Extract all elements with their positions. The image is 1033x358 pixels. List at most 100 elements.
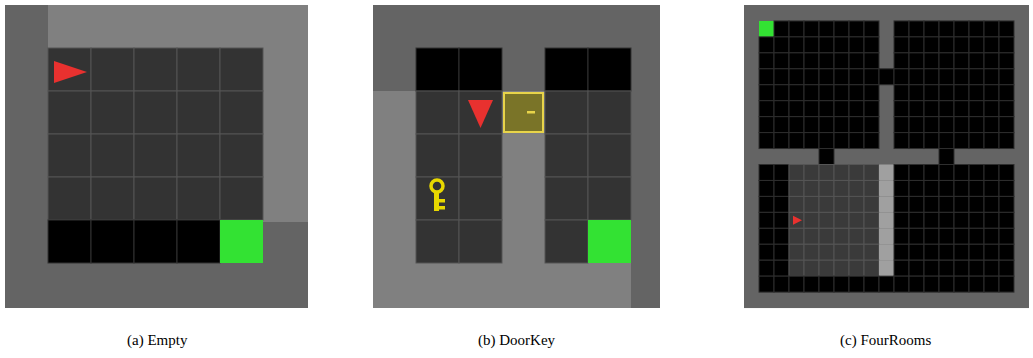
visible-floor-cell — [177, 48, 220, 91]
goal-cell — [588, 220, 631, 263]
floor-cell — [984, 133, 999, 149]
floor-cell — [939, 196, 954, 212]
floor-cell — [849, 101, 864, 117]
floor-cell — [774, 37, 789, 53]
floor-cell — [864, 117, 879, 133]
visible-floor-cell — [134, 177, 177, 220]
floor-cell — [864, 21, 879, 37]
floor-cell — [924, 69, 939, 85]
floor-cell — [924, 276, 939, 292]
visible-floor-cell — [834, 228, 849, 244]
floor-cell — [834, 133, 849, 149]
floor-cell — [894, 85, 909, 101]
visible-wall — [879, 260, 894, 276]
floor-cell — [789, 133, 804, 149]
visible-floor-cell — [819, 212, 834, 228]
key-stem — [434, 191, 439, 211]
floor-cell — [759, 180, 774, 196]
floor-cell — [954, 228, 969, 244]
visible-floor-cell — [849, 165, 864, 181]
floor-cell — [909, 53, 924, 69]
floor-cell — [894, 196, 909, 212]
floor-cell — [804, 21, 819, 37]
floor-cell — [849, 53, 864, 69]
floor-cell — [789, 37, 804, 53]
floor-cell — [894, 117, 909, 133]
visible-floor-cell — [416, 134, 459, 177]
doorkey-env — [373, 5, 660, 308]
visible-floor-cell — [789, 196, 804, 212]
visible-floor-cell — [804, 212, 819, 228]
visible-floor-cell — [834, 244, 849, 260]
visible-floor-cell — [220, 48, 263, 91]
floor-cell — [984, 212, 999, 228]
floor-cell — [759, 165, 774, 181]
visible-floor-cell — [545, 91, 588, 134]
floor-cell — [909, 85, 924, 101]
visible-floor-cell — [834, 165, 849, 181]
floor-cell — [804, 85, 819, 101]
floor-cell — [954, 69, 969, 85]
floor-cell — [416, 48, 459, 91]
floor-cell — [939, 228, 954, 244]
visible-floor-cell — [789, 260, 804, 276]
floor-cell — [969, 85, 984, 101]
floor-cell — [909, 133, 924, 149]
floor-cell — [849, 69, 864, 85]
floor-cell — [969, 37, 984, 53]
floor-cell — [909, 276, 924, 292]
floor-cell — [759, 212, 774, 228]
outer-wall — [744, 5, 1029, 308]
door-handle — [527, 111, 535, 114]
floor-cell — [834, 21, 849, 37]
floor-cell — [759, 276, 774, 292]
visible-floor-cell — [91, 91, 134, 134]
fourrooms-env — [744, 5, 1029, 308]
floor-cell — [894, 133, 909, 149]
floor-cell — [984, 196, 999, 212]
floor-cell — [804, 37, 819, 53]
visible-floor-cell — [864, 228, 879, 244]
floor-cell — [804, 69, 819, 85]
floor-cell — [894, 244, 909, 260]
floor-cell — [789, 85, 804, 101]
floor-cell — [774, 212, 789, 228]
panel-caption: (c) FourRooms — [840, 332, 931, 349]
floor-cell — [819, 117, 834, 133]
agent-triangle — [793, 216, 802, 225]
floor-cell — [834, 117, 849, 133]
floor-cell — [804, 276, 819, 292]
goal-cell — [220, 220, 263, 263]
floor-cell — [939, 180, 954, 196]
floor-cell — [999, 228, 1014, 244]
floor-cell — [939, 260, 954, 276]
floor-cell — [588, 48, 631, 91]
floor-cell — [969, 53, 984, 69]
floor-cell — [789, 101, 804, 117]
visible-floor-cell — [819, 165, 834, 181]
floor-cell — [879, 69, 894, 85]
floor-cell — [864, 276, 879, 292]
floor-cell — [984, 228, 999, 244]
floor-cell — [834, 69, 849, 85]
visible-floor-cell — [849, 244, 864, 260]
visible-floor-cell — [134, 48, 177, 91]
floor-cell — [999, 212, 1014, 228]
visible-floor-cell — [545, 220, 588, 263]
floor-cell — [909, 180, 924, 196]
floor-cell — [924, 21, 939, 37]
floor-cell — [774, 260, 789, 276]
floor-cell — [774, 276, 789, 292]
floor-cell — [909, 101, 924, 117]
visible-floor-cell — [545, 177, 588, 220]
floor-cell — [909, 196, 924, 212]
visible-floor-cell — [819, 244, 834, 260]
visible-floor-cell — [834, 196, 849, 212]
floor-cell — [999, 53, 1014, 69]
floor-cell — [954, 180, 969, 196]
agent-triangle — [468, 100, 493, 128]
visible-floor-cell — [416, 177, 459, 220]
floor-cell — [924, 228, 939, 244]
floor-cell — [984, 37, 999, 53]
visible-floor-cell — [177, 134, 220, 177]
